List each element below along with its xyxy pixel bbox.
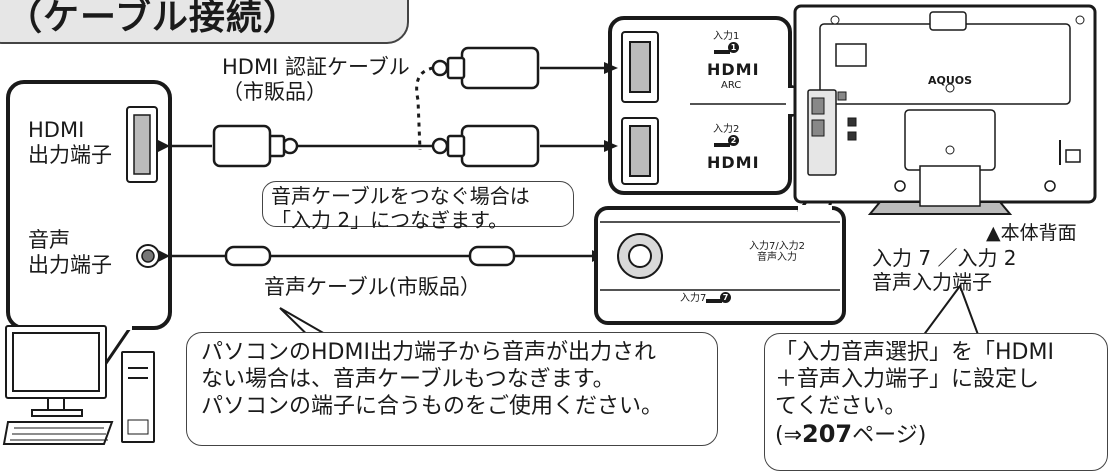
computer-icon	[2, 325, 155, 445]
hdmi-cable-label-line1: HDMI 認証ケーブル	[222, 55, 410, 79]
tv-input1-hdmi-logo: HDMI	[707, 60, 760, 79]
audio-terminal-line2: 音声入力端子	[872, 270, 992, 294]
pc-hdmi-output-line2: 出力端子	[28, 143, 112, 168]
select-note-line4: (⇒207ページ)	[775, 420, 1097, 450]
pc-audio-note-line2: ない場合は、音声ケーブルもつなぎます。	[201, 366, 615, 392]
pc-hdmi-output-line1: HDMI	[28, 118, 85, 142]
note-input2: 音声ケーブルをつなぐ場合は 「入力 2」につなぎます。	[262, 181, 574, 232]
select-note-page-number[interactable]: 207	[802, 420, 853, 449]
audio-panel-badge: 7	[706, 292, 732, 304]
audio-panel-label2: 音声入力	[757, 252, 797, 263]
audio-cable	[158, 245, 605, 267]
diagram-title: （ケーブル接続）	[6, 0, 300, 38]
tv-input2-hdmi-logo: HDMI	[707, 153, 760, 172]
select-note-ref-post: ページ)	[852, 423, 927, 449]
select-note-line2: ＋音声入力端子」に設定し	[775, 366, 1040, 392]
audio-panel-number: 7	[720, 292, 731, 303]
tv-input1-number: 1	[728, 42, 739, 53]
note-input2-line2: 「入力 2」につなぎます。	[271, 208, 509, 232]
pc-audio-note: パソコンのHDMI出力端子から音声が出力され ない場合は、音声ケーブルもつなぎま…	[186, 332, 718, 446]
tv-input2-badge: 2	[714, 135, 740, 147]
tv-rear-image	[793, 4, 1097, 215]
hdmi-cable-label-line2: （市販品）	[222, 80, 327, 105]
audio-panel-bottom-label: 入力7	[680, 293, 707, 304]
pc-audio-note-line1: パソコンのHDMI出力端子から音声が出力され	[201, 340, 656, 365]
hdmi-cable-main	[158, 124, 617, 168]
tv-input1-arc: ARC	[721, 80, 742, 91]
hdmi-cable-label: HDMI 認証ケーブル （市販品）	[222, 55, 410, 105]
pc-hdmi-output-label: HDMI 出力端子	[28, 118, 112, 168]
pc-audio-jack-icon	[136, 244, 160, 268]
tv-input2-label: 入力2	[713, 124, 740, 135]
note-input2-line1: 音声ケーブルをつなぐ場合は	[271, 184, 530, 208]
audio-terminal-line1: 入力 7 ／入力 2	[872, 246, 1017, 270]
rear-caption: ▲本体背面	[986, 222, 1077, 244]
tv-input2-number: 2	[728, 135, 739, 146]
tv-hdmi-port-1-icon	[621, 31, 659, 103]
pc-audio-output-line2: 出力端子	[28, 253, 112, 278]
tv-audio-panel	[594, 206, 846, 325]
audio-terminal-label: 入力 7 ／入力 2 音声入力端子	[872, 246, 1017, 294]
select-note-tail	[918, 283, 982, 341]
tv-input1-label: 入力1	[713, 31, 740, 42]
tv-input1-badge: 1	[714, 42, 740, 54]
input-audio-select-note: 「入力音声選択」を「HDMI ＋音声入力端子」に設定し てください。 (⇒207…	[764, 333, 1108, 471]
pc-audio-note-line3: パソコンの端子に合うものをご使用ください。	[201, 393, 664, 419]
select-note-line1: 「入力音声選択」を「HDMI	[775, 340, 1054, 365]
audio-panel-label1: 入力7/入力2	[748, 241, 806, 252]
pc-hdmi-port-icon	[126, 106, 158, 183]
audio-panel-label: 入力7/入力2 音声入力	[737, 241, 817, 263]
pc-audio-output-line1: 音声	[28, 228, 70, 252]
tv-brand-logo: AQUOS	[928, 74, 973, 87]
pc-audio-output-label: 音声 出力端子	[28, 228, 112, 278]
select-note-ref-pre: (⇒	[775, 423, 803, 449]
audio-cable-label: 音声ケーブル(市販品）	[264, 275, 481, 299]
select-note-line3: てください。	[775, 393, 907, 419]
tv-hdmi-port-2-icon	[621, 117, 659, 185]
title-banner	[0, 0, 409, 44]
tv-audio-jack-icon	[617, 233, 663, 279]
